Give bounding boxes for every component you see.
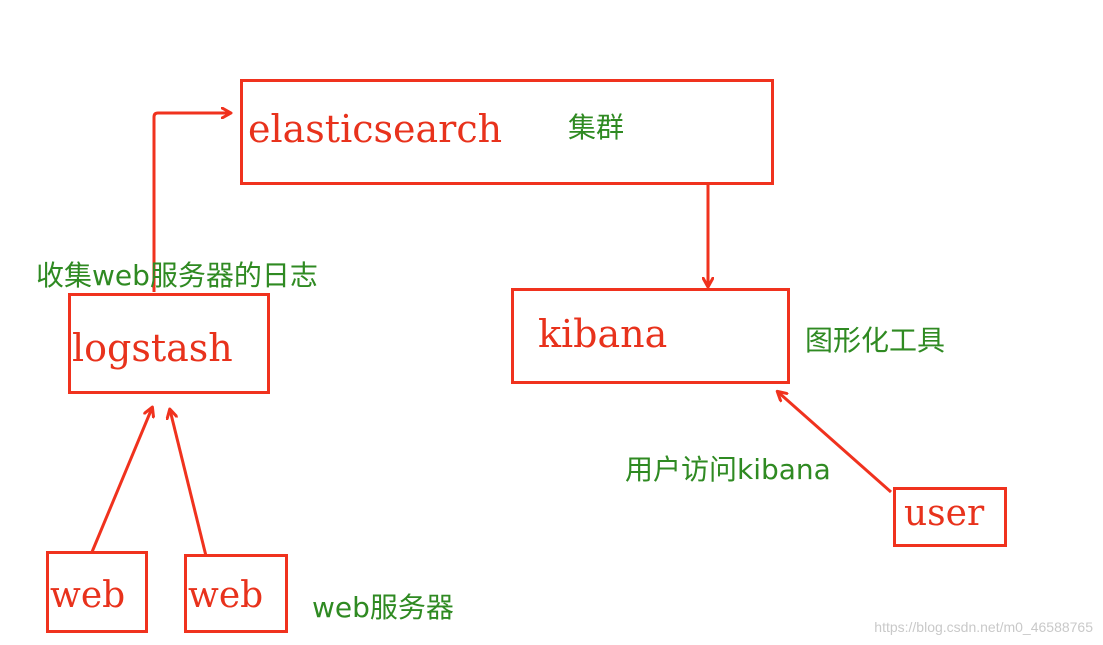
logstash-node xyxy=(68,293,270,394)
watermark: https://blog.csdn.net/m0_46588765 xyxy=(874,619,1093,635)
web-node-1 xyxy=(46,551,148,633)
web-label-1: web xyxy=(50,575,126,616)
arrow-user-to-kibana xyxy=(778,392,892,494)
elasticsearch-node xyxy=(240,79,774,185)
collect-logs-note: 收集web服务器的日志 xyxy=(36,259,318,292)
user-access-note: 用户访问kibana xyxy=(625,453,831,486)
user-label: user xyxy=(904,493,985,534)
logstash-label: logstash xyxy=(72,326,233,370)
web-node-2 xyxy=(184,554,288,633)
kibana-node xyxy=(511,288,790,384)
web-servers-note: web服务器 xyxy=(312,591,454,624)
cluster-note: 集群 xyxy=(568,111,625,144)
arrow-web1-to-logstash xyxy=(90,408,152,553)
kibana-label: kibana xyxy=(538,312,668,356)
arrow-logstash-to-elasticsearch xyxy=(152,113,230,292)
elasticsearch-label: elasticsearch xyxy=(248,107,503,151)
gui-tool-note: 图形化工具 xyxy=(805,324,946,357)
web-label-2: web xyxy=(188,575,264,616)
user-node xyxy=(893,487,1007,547)
arrow-web2-to-logstash xyxy=(170,410,208,557)
